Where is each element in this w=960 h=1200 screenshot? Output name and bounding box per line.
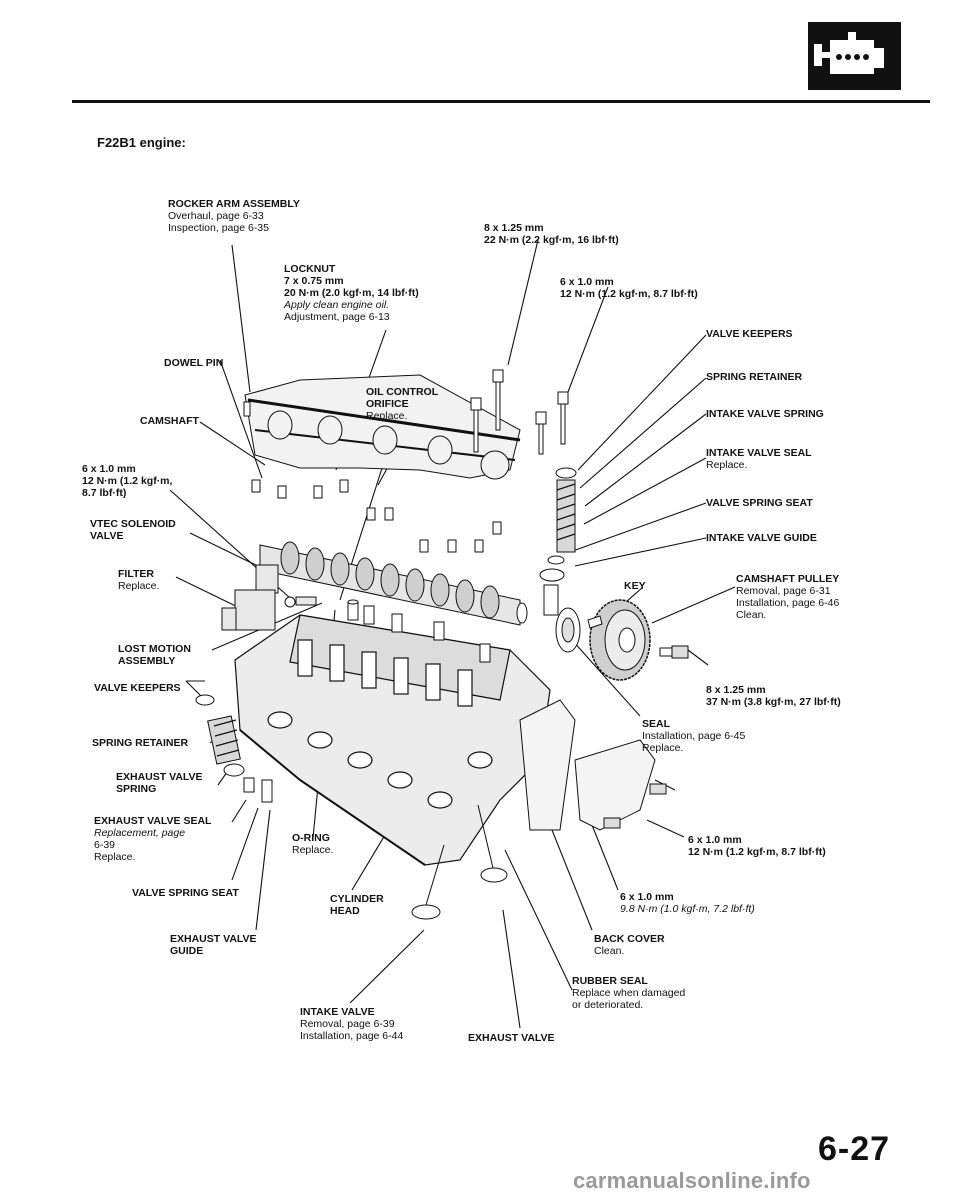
key-part (587, 615, 603, 629)
label-bolt-8x125-top: 8 x 1.25 mm 22 N·m (2.2 kgf·m, 16 lbf·ft… (484, 222, 619, 246)
label-oil-control-orifice: OIL CONTROL ORIFICE Replace. (366, 386, 439, 422)
label-vtec-solenoid-valve: VTEC SOLENOID VALVE (90, 518, 176, 542)
label-filter: FILTER Replace. (118, 568, 160, 592)
label-bolt-6x1-left: 6 x 1.0 mm 12 N·m (1.2 kgf·m, 8.7 lbf·ft… (82, 463, 173, 499)
header-rule (72, 100, 930, 103)
label-spec: 8 x 1.25 mm (484, 222, 544, 234)
label-exhaust-valve: EXHAUST VALVE (468, 1032, 555, 1044)
label-spring-retainer-left: SPRING RETAINER (92, 737, 189, 749)
bolts-top (470, 369, 569, 455)
label-heading: ROCKER ARM ASSEMBLY (168, 198, 300, 210)
label-back-cover: BACK COVER Clean. (594, 933, 665, 957)
label-line: Overhaul, page 6-33 (168, 210, 264, 222)
label-exhaust-valve-spring: EXHAUST VALVE SPRING (116, 771, 203, 795)
lifters (347, 599, 491, 663)
label-line: Inspection, page 6-35 (168, 222, 269, 234)
label-rocker-arm-assembly: ROCKER ARM ASSEMBLY Overhaul, page 6-33 … (168, 198, 300, 234)
label-bolt-6x1-right: 6 x 1.0 mm 12 N·m (1.2 kgf·m, 8.7 lbf·ft… (688, 834, 826, 858)
label-dowel-pin: DOWEL PIN (164, 357, 224, 369)
cylinder-head (234, 614, 551, 866)
label-lost-motion-assembly: LOST MOTION ASSEMBLY (118, 643, 191, 667)
label-exhaust-valve-guide: EXHAUST VALVE GUIDE (170, 933, 257, 957)
label-spec: 22 N·m (2.2 kgf·m, 16 lbf·ft) (484, 234, 619, 246)
label-rubber-seal: RUBBER SEAL Replace when damaged or dete… (572, 975, 686, 1011)
label-valve-keepers-left: VALVE KEEPERS (94, 682, 181, 694)
rocker-arm-assembly (244, 374, 521, 480)
label-heading: LOCKNUT (284, 263, 336, 275)
label-cylinder-head: CYLINDER HEAD (330, 893, 384, 917)
camshaft (259, 541, 528, 626)
label-camshaft: CAMSHAFT (140, 415, 199, 427)
label-seal: SEAL Installation, page 6-45 Replace. (642, 718, 746, 754)
label-exhaust-valve-seal: EXHAUST VALVE SEAL Replacement, page 6-3… (94, 815, 212, 863)
label-valve-spring-seat-right: VALVE SPRING SEAT (706, 497, 813, 509)
back-cover (519, 699, 667, 831)
label-spec: 20 N·m (2.0 kgf·m, 14 lbf·ft) (284, 287, 419, 299)
label-key: KEY (624, 580, 646, 592)
label-spec: 12 N·m (1.2 kgf·m, 8.7 lbf·ft) (560, 288, 698, 300)
hydraulic-plugs (251, 479, 502, 553)
label-locknut: LOCKNUT 7 x 0.75 mm 20 N·m (2.0 kgf·m, 1… (284, 263, 419, 323)
dowel-pin (243, 401, 251, 417)
valves (411, 804, 508, 920)
label-spec: 6 x 1.0 mm (560, 276, 614, 288)
label-bolt-8x125-right: 8 x 1.25 mm 37 N·m (3.8 kgf·m, 27 lbf·ft… (706, 684, 841, 708)
page-number: 6-27 (818, 1130, 891, 1168)
section-title: F22B1 engine: (97, 135, 186, 150)
label-spec: 7 x 0.75 mm (284, 275, 344, 287)
label-valve-spring-seat-left: VALVE SPRING SEAT (132, 887, 239, 899)
label-intake-valve-seal: INTAKE VALVE SEAL Replace. (706, 447, 812, 471)
valve-components-right (539, 467, 577, 616)
label-spring-retainer-right: SPRING RETAINER (706, 371, 803, 383)
label-valve-keepers-right: VALVE KEEPERS (706, 328, 793, 340)
label-line: Adjustment, page 6-13 (284, 311, 390, 323)
label-bolt-6x1-bottom: 6 x 1.0 mm 9.8 N·m (1.0 kgf·m, 7.2 lbf·f… (620, 891, 755, 915)
label-intake-valve-spring: INTAKE VALVE SPRING (706, 408, 824, 420)
label-o-ring: O-RING Replace. (292, 832, 334, 856)
valve-components-left (195, 694, 273, 803)
label-intake-valve-guide: INTAKE VALVE GUIDE (706, 532, 817, 544)
camshaft-pulley (555, 599, 689, 681)
watermark: carmanualsonline.info (573, 1168, 811, 1193)
label-line: Apply clean engine oil. (284, 299, 390, 311)
label-bolt-6x1-top: 6 x 1.0 mm 12 N·m (1.2 kgf·m, 8.7 lbf·ft… (560, 276, 698, 300)
label-camshaft-pulley: CAMSHAFT PULLEY Removal, page 6-31 Insta… (736, 573, 840, 621)
engine-icon (808, 22, 901, 90)
label-intake-valve: INTAKE VALVE Removal, page 6-39 Installa… (300, 1006, 404, 1042)
vtec-solenoid (221, 564, 317, 631)
